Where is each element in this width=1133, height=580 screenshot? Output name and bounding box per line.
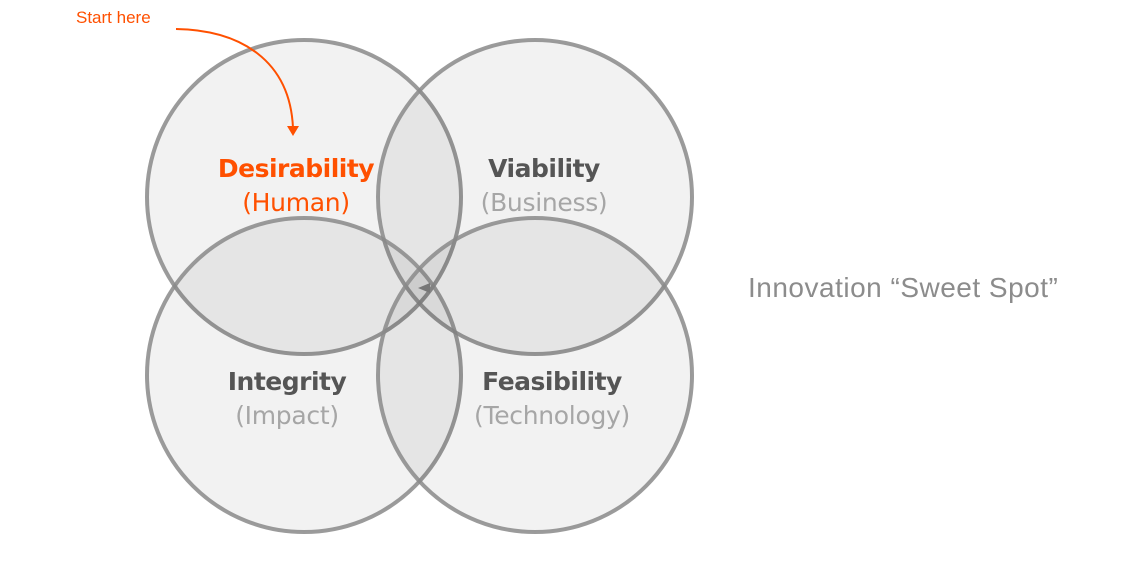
desirability-subtitle: (Human) (242, 188, 350, 217)
viability-subtitle: (Business) (480, 188, 608, 217)
feasibility-subtitle: (Technology) (474, 401, 630, 430)
circle-feasibility (376, 216, 694, 534)
integrity-title: Integrity (227, 367, 347, 396)
viability-label: Viability (Business) (414, 152, 674, 220)
circle-desirability (145, 38, 463, 356)
circle-integrity (145, 216, 463, 534)
feasibility-label: Feasibility (Technology) (422, 365, 682, 433)
start-here-label: Start here (76, 8, 151, 27)
circle-viability (376, 38, 694, 356)
desirability-label: Desirability (Human) (166, 152, 426, 220)
integrity-subtitle: (Impact) (235, 401, 339, 430)
integrity-label: Integrity (Impact) (157, 365, 417, 433)
sweet-spot-arrow (418, 283, 740, 293)
desirability-title: Desirability (217, 154, 375, 183)
start-arrow (175, 28, 299, 136)
feasibility-title: Feasibility (482, 367, 622, 396)
viability-title: Viability (488, 154, 600, 183)
sweet-spot-label: Innovation “Sweet Spot” (748, 272, 1059, 303)
